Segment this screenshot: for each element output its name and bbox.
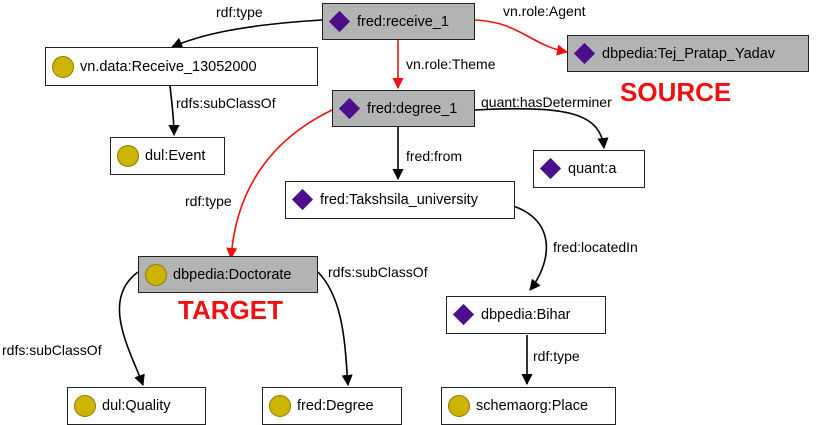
node-label: schemaorg:Place [476,398,589,414]
edge-label-vn-role-agent: vn.role:Agent [503,3,586,19]
node-dbpedia-tej-pratap-yadav[interactable]: dbpedia:Tej_Pratap_Yadav [567,35,809,72]
circle-icon [74,395,96,417]
diamond-icon [329,11,351,33]
edge-doctorate-to-quality [118,271,145,387]
target-tag: TARGET [178,295,283,325]
edge-label-rdfs-subclassof-degree: rdfs:subClassOf [328,264,428,280]
node-dul-event[interactable]: dul:Event [110,137,225,175]
node-quant-a[interactable]: quant:a [533,150,645,188]
node-label: fred:receive_1 [357,13,449,30]
node-label: fred:Takshsila_university [320,192,478,208]
circle-icon [145,263,167,286]
circle-icon [52,55,74,78]
circle-icon [117,145,139,167]
edge-label-quant-hasdeterminer: quant:hasDeterminer [481,94,612,110]
diamond-icon [540,158,562,180]
source-tag: SOURCE [620,77,732,107]
edge-receive-to-vn-receive [170,19,323,49]
node-label: dbpedia:Doctorate [173,266,292,283]
edge-label-fred-locatedin: fred:locatedIn [553,239,638,255]
diamond-icon [453,304,475,326]
node-fred-receive[interactable]: fred:receive_1 [322,3,475,40]
edge-label-rdf-type-place: rdf:type [533,348,580,364]
node-vn-data-receive[interactable]: vn.data:Receive_13052000 [45,47,318,86]
node-fred-degree1[interactable]: fred:degree_1 [332,90,475,127]
edge-degree1-to-doctorate [226,109,333,260]
node-dul-quality[interactable]: dul:Quality [67,387,206,425]
node-fred-takshsila-university[interactable]: fred:Takshsila_university [285,181,515,219]
diamond-icon [292,189,314,211]
node-label: fred:Degree [297,398,374,414]
node-label: dbpedia:Bihar [481,307,571,323]
edge-vn-receive-to-event [168,85,180,137]
circle-icon [269,395,291,417]
node-dbpedia-doctorate[interactable]: dbpedia:Doctorate [138,256,318,293]
edge-doctorate-to-fred-degree [317,271,353,387]
edge-label-rdfs-subclassof: rdfs:subClassOf [176,95,276,111]
node-dbpedia-bihar[interactable]: dbpedia:Bihar [446,296,606,334]
diamond-icon [339,98,361,120]
circle-icon [448,395,470,417]
edge-label-vn-role-theme: vn.role:Theme [406,56,496,72]
node-label: dbpedia:Tej_Pratap_Yadav [602,45,776,62]
node-label: vn.data:Receive_13052000 [80,58,257,75]
edge-label-rdf-type: rdf:type [216,4,263,20]
edge-receive-to-tej [474,19,569,56]
node-label: dul:Event [145,148,206,164]
edge-degree1-to-quant-a [474,108,609,150]
edge-label-rdf-type-doctorate: rdf:type [185,193,232,209]
edge-label-fred-from: fred:from [406,148,463,164]
node-label: quant:a [568,161,617,177]
edge-label-rdfs-subclassof-quality: rdfs:subClassOf [2,342,102,358]
node-schemaorg-place[interactable]: schemaorg:Place [441,387,616,425]
node-label: fred:degree_1 [367,100,458,117]
edge-taksh-to-bihar [509,204,548,291]
node-label: dul:Quality [102,398,171,414]
diamond-icon [574,43,596,65]
node-fred-degree-class[interactable]: fred:Degree [262,387,402,425]
